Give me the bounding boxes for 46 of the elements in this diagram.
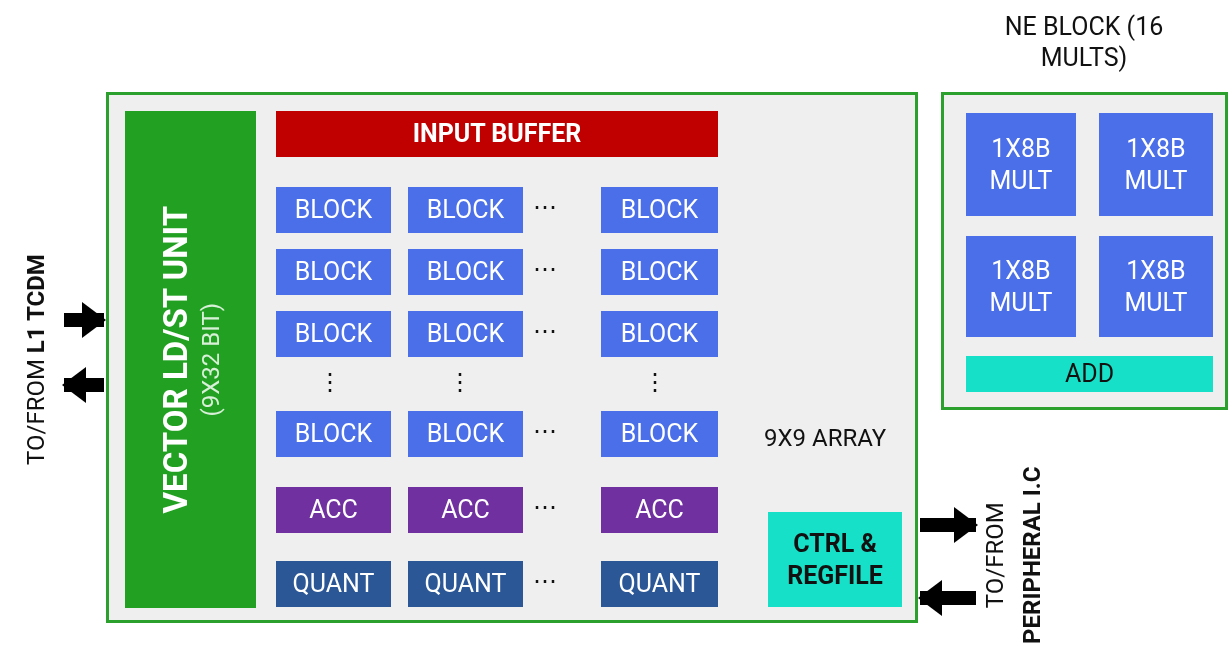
block-box: BLOCK xyxy=(276,411,391,457)
ellipsis: ⋮ xyxy=(318,368,342,396)
control-box: CTRL & REGFILE xyxy=(768,512,902,607)
block-box: BLOCK xyxy=(601,187,718,233)
load-store-unit-bar xyxy=(125,111,256,608)
multiplier-box: 1X8B MULT xyxy=(1099,236,1213,337)
block-box: BLOCK xyxy=(408,249,523,295)
ellipsis: ⋯ xyxy=(533,417,557,445)
accumulator-box: ACC xyxy=(276,487,391,533)
multiplier-box: 1X8B MULT xyxy=(966,113,1076,216)
block-box: BLOCK xyxy=(276,187,391,233)
block-box: BLOCK xyxy=(408,187,523,233)
ellipsis: ⋯ xyxy=(533,255,557,283)
array-label: 9X9 ARRAY xyxy=(764,424,887,452)
block-box: BLOCK xyxy=(601,311,718,357)
ellipsis: ⋮ xyxy=(448,368,472,396)
quantizer-box: QUANT xyxy=(408,561,523,607)
input-buffer-bar: INPUT BUFFER xyxy=(276,111,718,157)
arrow xyxy=(920,507,978,543)
block-box: BLOCK xyxy=(408,311,523,357)
arrow xyxy=(64,302,106,338)
adder-bar: ADD xyxy=(966,356,1213,392)
io-label: TO/FROM L1 TCDM xyxy=(12,230,62,490)
ellipsis: ⋯ xyxy=(533,493,557,521)
unit-title: VECTOR LD/ST UNIT xyxy=(154,205,196,514)
block-box: BLOCK xyxy=(601,411,718,457)
ellipsis: ⋯ xyxy=(533,193,557,221)
block-box: BLOCK xyxy=(408,411,523,457)
arrow xyxy=(918,580,976,616)
ellipsis: ⋯ xyxy=(533,567,557,595)
block-box: BLOCK xyxy=(276,249,391,295)
quantizer-box: QUANT xyxy=(276,561,391,607)
quantizer-box: QUANT xyxy=(601,561,718,607)
block-box: BLOCK xyxy=(601,249,718,295)
accumulator-box: ACC xyxy=(408,487,523,533)
ellipsis: ⋯ xyxy=(533,317,557,345)
multiplier-box: 1X8B MULT xyxy=(1099,113,1213,216)
block-heading: NE BLOCK (16 MULTS) xyxy=(1003,11,1165,74)
accumulator-box: ACC xyxy=(601,487,718,533)
io-label: TO/FROM PERIPHERAL I.C xyxy=(978,448,1050,662)
block-box: BLOCK xyxy=(276,311,391,357)
accelerator-box xyxy=(106,92,918,623)
ellipsis: ⋮ xyxy=(643,368,667,396)
arrow xyxy=(62,367,104,403)
bit-width-text: (9X32 BIT) xyxy=(196,302,227,417)
multiplier-box: 1X8B MULT xyxy=(966,236,1076,337)
